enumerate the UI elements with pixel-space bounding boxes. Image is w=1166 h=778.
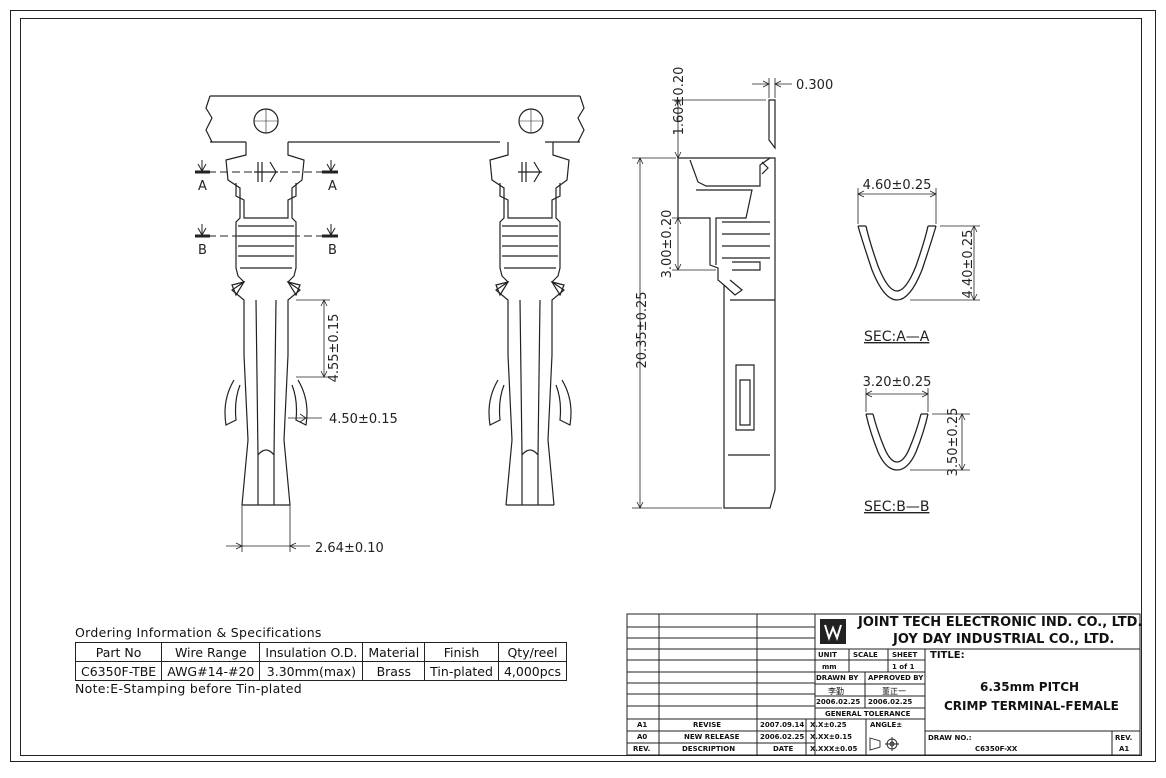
revision-header-rev: REV. [633,745,651,753]
revision-desc-1: REVISE [693,721,722,729]
title-label: TITLE: [930,650,965,661]
tolerance-2: X.XX±0.15 [810,733,852,741]
section-mark-b-left: B [198,243,207,258]
dim-sec-a-height: 4.40±0.25 [961,230,976,299]
section-mark-a-right: A [328,179,337,194]
spec-table: Part No Wire Range Insulation O.D. Mater… [74,642,568,681]
sheet-value: 1 of 1 [892,663,915,671]
front-dimension-lines [226,299,330,552]
cell-wire-range: AWG#14-#20 [161,661,261,681]
drawn-by-label: DRAWN BY [816,674,859,682]
section-b-b-label: SEC:B—B [864,499,929,515]
dim-contact-width: 2.64±0.10 [315,541,384,556]
angle-label: ANGLE± [870,721,903,729]
unit-label: UNIT [818,651,837,659]
cell-material: Brass [362,661,426,681]
header-insulation: Insulation O.D. [259,642,364,662]
dim-tab-length: 4.55±0.15 [327,314,342,383]
company-name-1: JOINT TECH ELECTRONIC IND. CO., LTD. [858,615,1143,630]
title-line-1: 6.35mm PITCH [980,680,1080,694]
dim-thickness: 0.300 [796,78,833,93]
cell-part-no: C6350F-TBE [74,661,163,681]
ordering-title: Ordering Information & Specifications [75,625,322,640]
spec-table-row: C6350F-TBE AWG#14-#20 3.30mm(max) Brass … [74,661,568,681]
section-b-b-profile [865,413,929,471]
section-b-b-dims [865,388,970,471]
revision-rev-2: A0 [637,733,648,741]
cell-qty: 4,000pcs [497,661,568,681]
dim-insulation-height: 3.00±0.20 [660,210,675,279]
approved-by-name: 董正一 [882,687,906,696]
dim-sec-b-width: 3.20±0.25 [863,375,932,390]
revision-desc-2: NEW RELEASE [684,733,740,741]
revision-header-date: DATE [773,745,794,753]
dim-carrier-height: 1.60±0.20 [672,67,687,136]
revision-date-1: 2007.09.14 [760,721,805,729]
outer-frame [10,10,1156,762]
projection-symbol [869,737,899,751]
revision-date-2: 2006.02.25 [760,733,805,741]
section-mark-a-left: A [198,179,207,194]
header-finish: Finish [424,642,499,662]
dim-tab-width: 4.50±0.15 [329,412,398,427]
terminal-side-view [677,99,776,509]
tolerance-3: X.XXX±0.05 [810,745,858,753]
draw-no-value: C6350F-XX [975,745,1018,753]
header-wire-range: Wire Range [161,642,261,662]
dim-sec-a-width: 4.60±0.25 [863,178,932,193]
header-qty: Qty/reel [497,642,568,662]
approved-by-date: 2006.02.25 [868,698,913,706]
revision-header-description: DESCRIPTION [682,745,736,753]
sheet-label: SHEET [892,651,918,659]
section-markers [195,160,338,238]
header-material: Material [362,642,426,662]
dim-total-length: 20.35±0.25 [635,291,650,368]
dim-sec-b-height: 3.50±0.25 [946,408,961,477]
carrier-strip [205,95,585,143]
unit-value: mm [822,663,837,671]
drawn-by-name: 李勤 [828,687,844,696]
scale-label: SCALE [853,651,878,659]
approved-by-label: APPROVED BY [868,674,924,682]
title-line-2: CRIMP TERMINAL-FEMALE [944,699,1119,713]
joint-tech-logo [820,619,846,644]
terminal-front-view-2 [488,142,572,506]
title-block-grid [626,613,1141,756]
cell-insulation: 3.30mm(max) [259,661,364,681]
section-a-a-dims [857,188,980,301]
revision-rev-1: A1 [637,721,648,729]
general-tolerance-label: GENERAL TOLERANCE [825,710,911,718]
section-a-a-label: SEC:A—A [864,329,930,345]
spec-table-header-row: Part No Wire Range Insulation O.D. Mater… [74,642,568,662]
inner-frame [20,18,1142,756]
rev-value: A1 [1119,745,1130,753]
header-part-no: Part No [74,642,163,662]
ordering-note: Note:E-Stamping before Tin-plated [75,681,302,696]
section-a-a-profile [857,225,937,301]
company-name-2: JOY DAY INDUSTRIAL CO., LTD. [893,632,1115,647]
rev-label: REV. [1115,734,1133,742]
section-mark-b-right: B [328,243,337,258]
side-dimension-lines [632,78,792,509]
terminal-front-view-1 [224,142,308,506]
cell-finish: Tin-plated [424,661,499,681]
draw-no-label: DRAW NO.: [928,734,972,742]
drawn-by-date: 2006.02.25 [816,698,861,706]
tolerance-1: X.X±0.25 [810,721,847,729]
